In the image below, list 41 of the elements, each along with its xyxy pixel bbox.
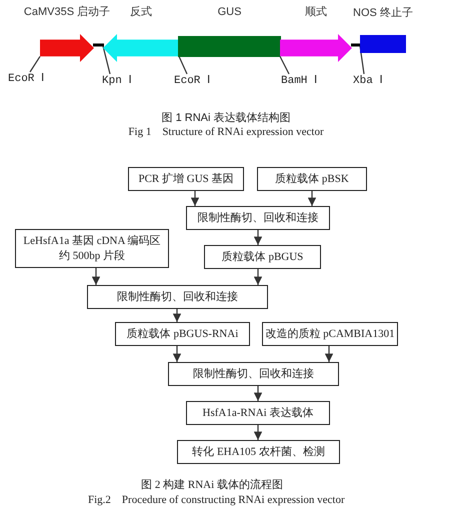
segment-label: 反式: [130, 5, 152, 19]
restriction-site-label: EcoR Ⅰ: [8, 71, 44, 85]
process-box: 限制性酶切、回收和连接: [168, 362, 339, 386]
process-box: 质粒载体 pBSK: [257, 167, 367, 191]
arrow: [324, 346, 334, 362]
leader-line: [178, 56, 188, 74]
arrow: [254, 425, 262, 440]
process-box: 质粒载体 pBGUS: [204, 245, 321, 269]
process-box: LeHsfA1a 基因 cDNA 编码区约 500bp 片段: [15, 229, 169, 268]
figure-caption: 图 2 构建 RNAi 载体的流程图: [141, 478, 283, 492]
leader-line: [279, 56, 290, 74]
linker-line: [93, 44, 104, 46]
process-box: 限制性酶切、回收和连接: [87, 285, 268, 309]
process-box: 限制性酶切、回收和连接: [186, 206, 330, 230]
arrow: [254, 386, 262, 401]
restriction-site-label: Xba Ⅰ: [353, 73, 382, 87]
arrow: [172, 309, 182, 322]
process-box: 质粒载体 pBGUS-RNAi: [115, 322, 250, 346]
segment-label: GUS: [218, 6, 242, 18]
segment-label: NOS 终止子: [353, 6, 413, 20]
process-box: HsfA1a-RNAi 表达载体: [186, 401, 330, 425]
arrow: [308, 191, 316, 206]
figure-caption: Fig.2 Procedure of constructing RNAi expression vector: [88, 494, 345, 506]
process-box: PCR 扩增 GUS 基因: [128, 167, 244, 191]
restriction-site-label: EcoR Ⅰ: [174, 73, 210, 87]
segment-label: 顺式: [305, 5, 327, 19]
arrow: [190, 191, 200, 206]
arrow: [254, 230, 262, 245]
process-box: 改造的质粒 pCAMBIA1301: [262, 322, 398, 346]
arrow: [254, 269, 262, 285]
figure-caption: 图 1 RNAi 表达载体结构图: [162, 111, 290, 125]
arrow: [92, 268, 100, 285]
arrow: [172, 346, 182, 362]
figure-caption: Fig 1 Structure of RNAi expression vector: [128, 126, 324, 138]
leader-line: [102, 46, 111, 74]
restriction-site-label: BamH Ⅰ: [281, 73, 318, 87]
restriction-site-label: Kpn Ⅰ: [102, 73, 132, 87]
process-box: 转化 EHA105 农杆菌、检测: [177, 440, 340, 464]
linker-line: [351, 44, 361, 46]
segment-label: CaMV35S 启动子: [24, 4, 110, 19]
leader-line: [30, 56, 40, 72]
